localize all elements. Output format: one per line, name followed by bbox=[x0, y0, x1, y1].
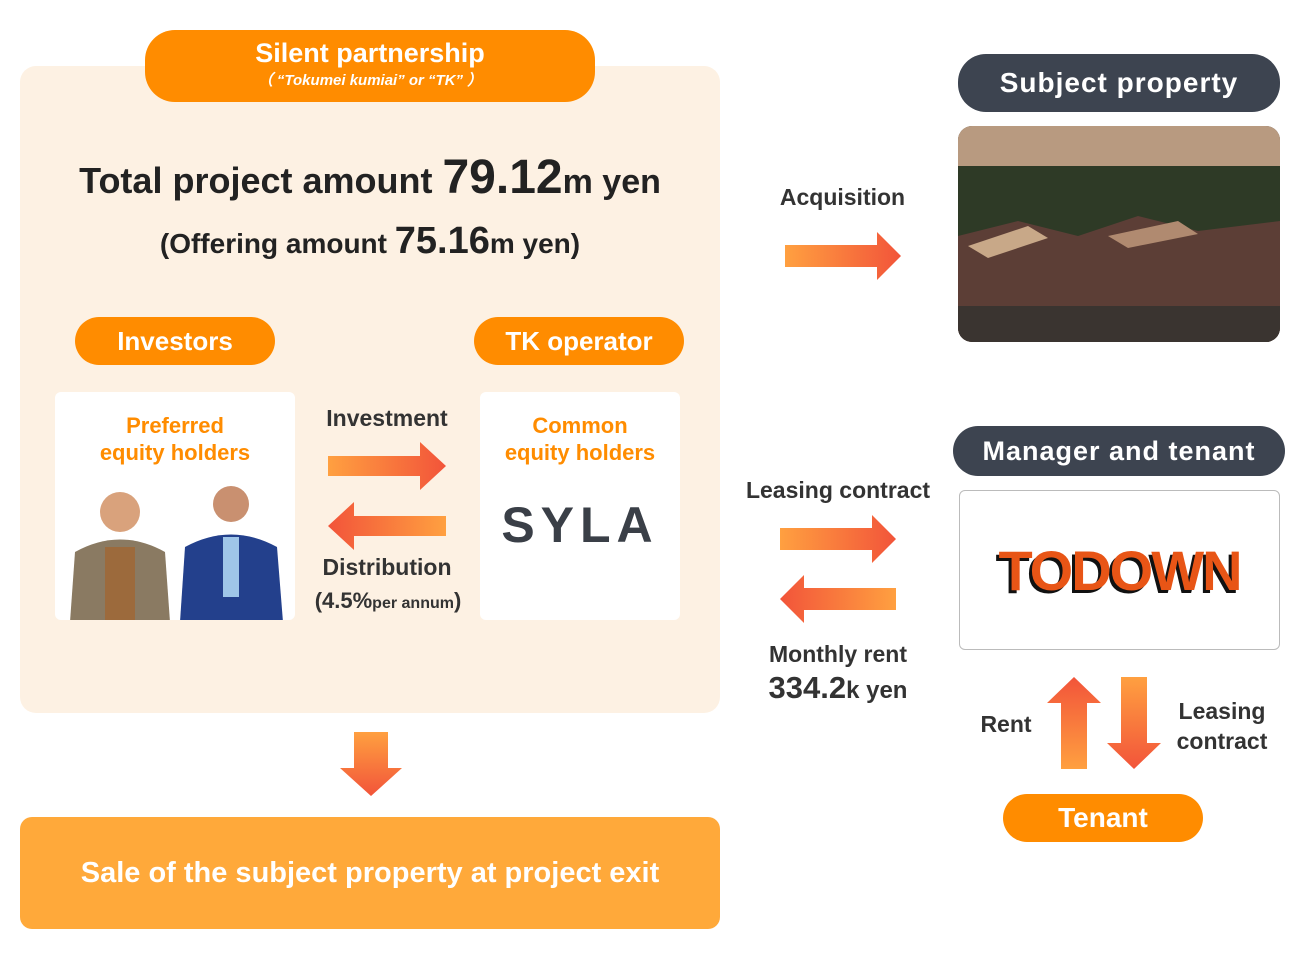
tk-operator-label: TK operator bbox=[474, 317, 684, 365]
exit-down-arrow-icon bbox=[340, 732, 402, 796]
leasing-contract-2-label: Leasing contract bbox=[1160, 696, 1284, 756]
acquisition-arrow-icon bbox=[785, 232, 901, 280]
rent-unit: k yen bbox=[846, 677, 908, 704]
tk-header: Silent partnership （ “Tokumei kumiai” or… bbox=[145, 30, 595, 102]
distribution-label: Distribution bbox=[322, 554, 452, 580]
offering-unit: m yen bbox=[489, 228, 571, 259]
investment-arrow-icon bbox=[328, 442, 446, 490]
todown-logo-text: TODOWN bbox=[998, 539, 1242, 602]
rate-unit: % bbox=[352, 588, 373, 613]
rate-close: ) bbox=[453, 588, 462, 613]
rent-value: 334.2 bbox=[768, 670, 847, 705]
investors-card-title-1: Preferred bbox=[126, 413, 224, 438]
offering-open: ( bbox=[159, 228, 170, 259]
rent-label: Rent bbox=[980, 711, 1032, 737]
leasing-down-arrow-icon bbox=[1107, 677, 1161, 769]
investment-label: Investment bbox=[326, 405, 448, 431]
rate-suffix: per annum bbox=[372, 595, 454, 612]
rent-up-arrow-icon bbox=[1047, 677, 1101, 769]
manager-tenant-label: Manager and tenant bbox=[953, 426, 1285, 476]
todown-logo: TODOWN bbox=[959, 490, 1280, 650]
total-value: 79.12 bbox=[442, 151, 563, 204]
investors-card-title-2: equity holders bbox=[99, 440, 251, 465]
tk-title: Silent partnership bbox=[255, 38, 485, 68]
acquisition-label: Acquisition bbox=[779, 184, 906, 210]
investors-label: Investors bbox=[75, 317, 275, 365]
leasing-arrow-icon bbox=[780, 515, 896, 563]
rent-arrow-icon bbox=[780, 575, 896, 623]
operator-card-title-2: equity holders bbox=[504, 440, 656, 465]
monthly-rent-label: Monthly rent bbox=[769, 641, 907, 667]
operator-card-title-1: Common bbox=[532, 413, 628, 438]
leasing2-line2: contract bbox=[1176, 728, 1268, 754]
offering-value: 75.16 bbox=[394, 220, 490, 262]
rate-value: 4.5 bbox=[322, 588, 353, 613]
leasing2-line1: Leasing bbox=[1178, 698, 1266, 724]
project-exit-box: Sale of the subject property at project … bbox=[20, 817, 720, 929]
investors-photo bbox=[70, 486, 283, 620]
monthly-rent-value: 334.2k yen bbox=[728, 670, 948, 709]
investors-card: Preferred equity holders bbox=[55, 392, 295, 620]
subject-property-label: Subject property bbox=[958, 54, 1280, 112]
operator-card: Common equity holders SYLA bbox=[480, 392, 680, 620]
rate-open: ( bbox=[314, 588, 323, 613]
leasing-contract-label: Leasing contract bbox=[745, 477, 931, 503]
total-amount: Total project amount 79.12m yen bbox=[20, 148, 720, 208]
offering-amount: (Offering amount 75.16m yen) bbox=[20, 216, 720, 266]
total-prefix: Total project amount bbox=[79, 160, 433, 201]
tenant-label: Tenant bbox=[1003, 794, 1203, 842]
tk-subtitle: （ “Tokumei kumiai” or “TK” ） bbox=[257, 72, 483, 89]
offering-prefix: Offering amount bbox=[169, 228, 387, 259]
total-unit: m yen bbox=[562, 163, 661, 201]
offering-close: ) bbox=[570, 228, 581, 259]
syla-logo: SYLA bbox=[501, 497, 659, 553]
distribution-rate: (4.5%per annum) bbox=[296, 588, 480, 614]
distribution-arrow-icon bbox=[328, 502, 446, 550]
subject-property-photo bbox=[958, 126, 1280, 342]
